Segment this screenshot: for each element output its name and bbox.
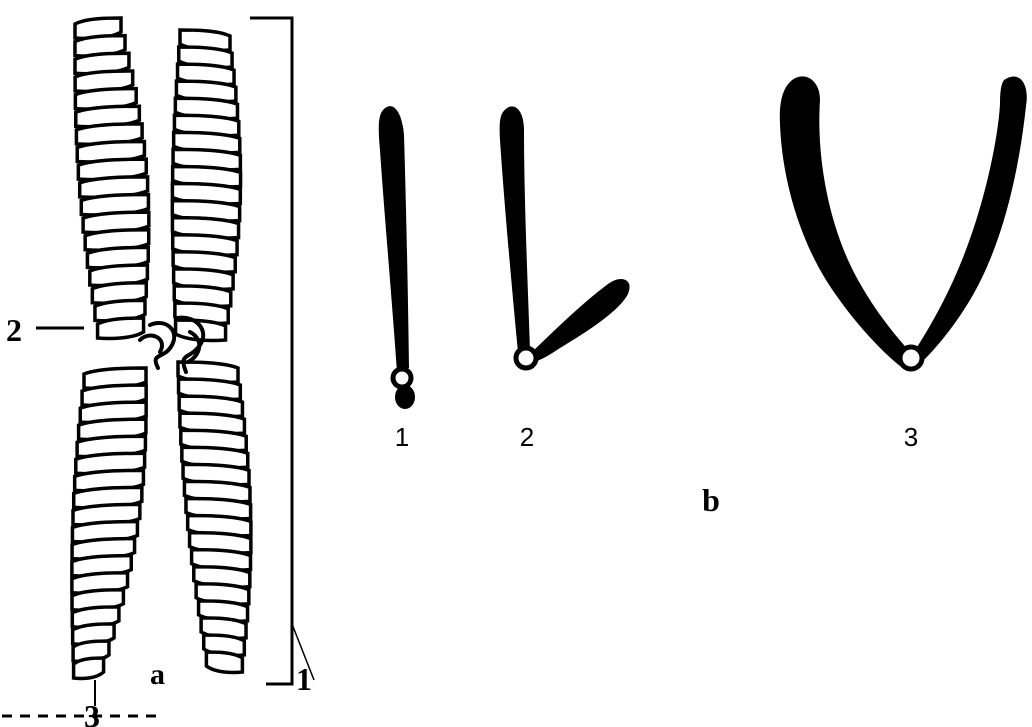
chromatid-lower-right [178, 362, 251, 672]
chromatid-lower-left [72, 368, 146, 678]
chromosome-band [206, 652, 242, 672]
chromatid-upper-right [172, 30, 240, 340]
chromatid-upper-left [75, 18, 149, 338]
chromosome-2-shape [500, 106, 630, 368]
chromosome-band [74, 658, 104, 678]
label-1: 1 [296, 661, 312, 697]
chromosome-label-2: 2 [520, 422, 534, 452]
chromosome-label-1: 1 [395, 422, 409, 452]
panel-b-label: b [702, 482, 720, 518]
chromosome-1-shape [379, 106, 415, 409]
panel-a: 1 2 3 a [2, 18, 314, 727]
chromosome-3-shape [780, 76, 1027, 369]
label-2: 2 [6, 312, 22, 348]
panel-b: 1 2 3 b [379, 76, 1027, 518]
chromosome-band [98, 318, 144, 338]
chromosome-label-3: 3 [904, 422, 918, 452]
bracket-1 [250, 18, 314, 684]
panel-a-label: a [150, 658, 165, 691]
label-3: 3 [84, 698, 100, 727]
